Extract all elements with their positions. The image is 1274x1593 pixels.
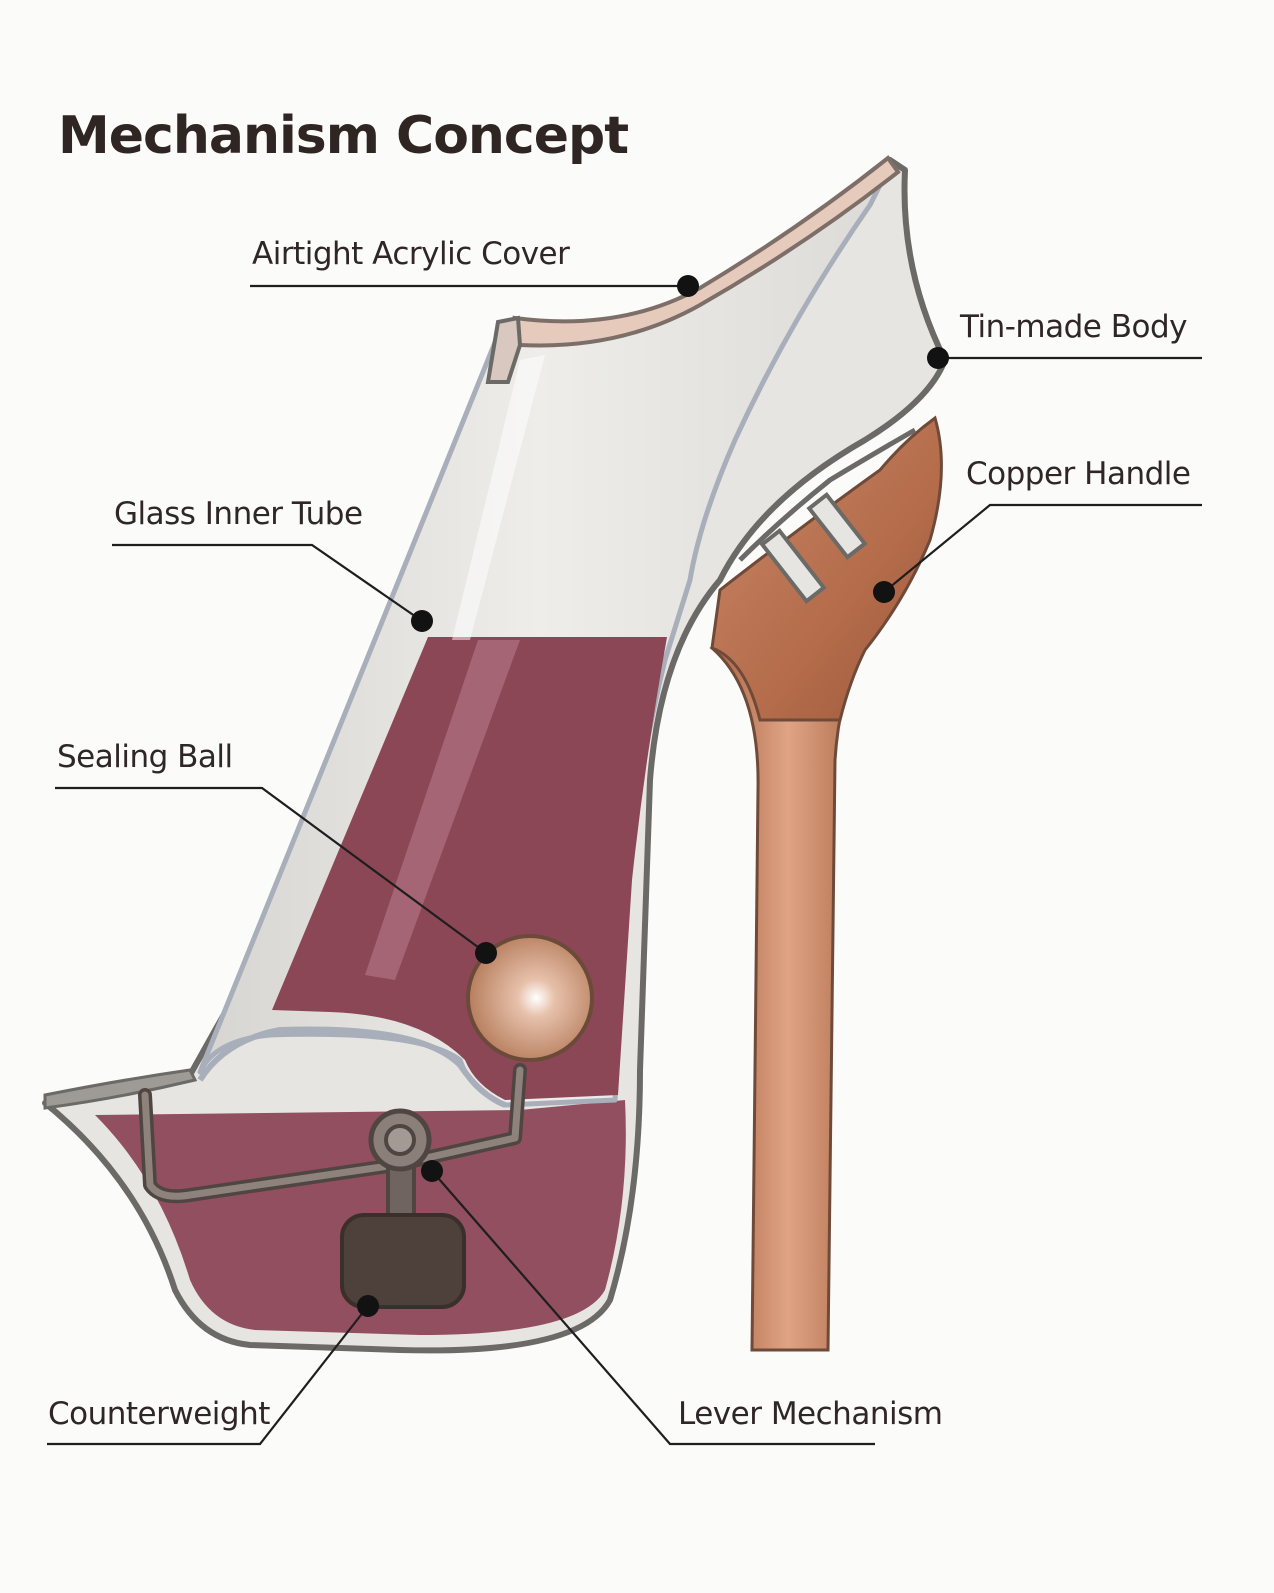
dot-sealing-ball <box>475 942 497 964</box>
dot-counterweight <box>357 1295 379 1317</box>
lever-arm-fill <box>141 1066 524 1200</box>
heel-strap <box>738 427 917 562</box>
leader-sealing-ball <box>55 786 487 954</box>
liquid-highlight <box>365 640 520 980</box>
toe-rim <box>43 1068 198 1110</box>
label-glass-tube: Glass Inner Tube <box>114 496 363 532</box>
label-acrylic-cover: Airtight Acrylic Cover <box>252 236 570 272</box>
dot-copper-handle <box>873 581 895 603</box>
copper-heel-cup <box>710 415 943 722</box>
label-tin-body: Tin-made Body <box>960 309 1187 345</box>
heel-clip-2 <box>806 491 868 561</box>
lever-pivot-center <box>384 1124 416 1156</box>
page-title: Mechanism Concept <box>58 106 629 166</box>
dot-acrylic-cover <box>677 275 699 297</box>
counterweight-block <box>340 1213 466 1309</box>
glass-highlight <box>452 355 545 640</box>
tube-inner-arch <box>197 1026 507 1108</box>
dot-lever <box>421 1160 443 1182</box>
dot-glass-tube <box>411 610 433 632</box>
leader-copper-handle <box>883 503 1202 593</box>
label-sealing-ball: Sealing Ball <box>57 739 233 775</box>
acrylic-cover-rim <box>512 155 901 348</box>
label-copper-handle: Copper Handle <box>966 456 1191 492</box>
sealing-ball <box>466 934 594 1062</box>
dot-tin-body <box>927 347 949 369</box>
leader-counterweight <box>47 1305 369 1446</box>
acrylic-cover-front-clip <box>485 315 523 384</box>
heel-clip-1 <box>759 528 827 604</box>
label-counterweight: Counterweight <box>48 1396 270 1432</box>
label-lever: Lever Mechanism <box>678 1396 943 1432</box>
leader-lever <box>431 1170 875 1446</box>
leader-glass-tube <box>112 543 423 622</box>
